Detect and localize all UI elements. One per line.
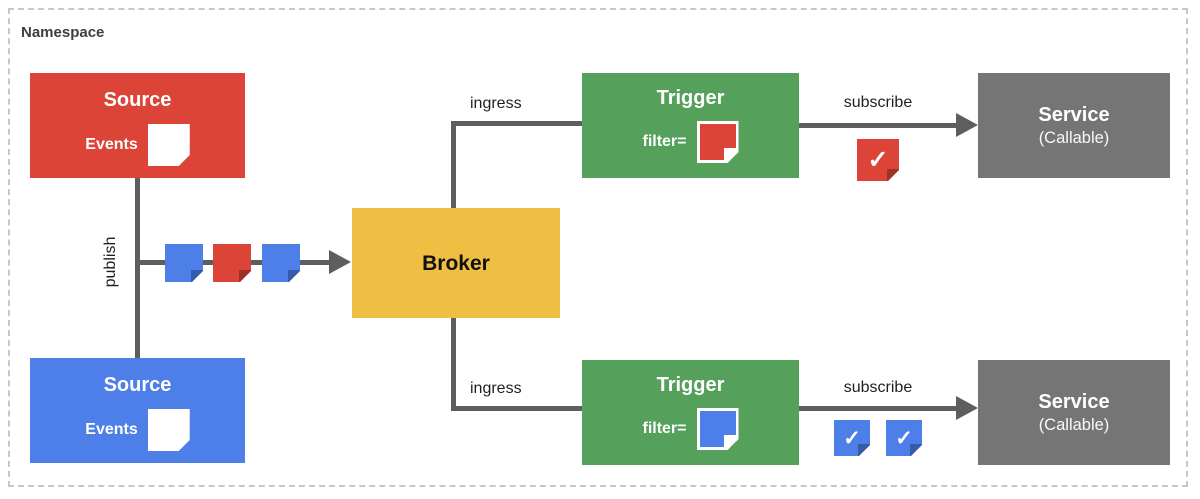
- ingress-top-line-horizontal: [451, 121, 582, 126]
- source-node-red: Source Events: [30, 73, 245, 178]
- subscribe-top-label: subscribe: [843, 94, 913, 111]
- namespace-label: Namespace: [21, 24, 105, 41]
- event-square-red-icon: [213, 244, 251, 282]
- event-note-icon: [148, 409, 190, 451]
- trigger-node-bottom: Trigger filter=: [582, 360, 799, 465]
- events-label: Events: [85, 421, 138, 438]
- ingress-bottom-label: ingress: [470, 380, 522, 397]
- source-node-blue: Source Events: [30, 358, 245, 463]
- broker-title: Broker: [422, 251, 490, 275]
- service-title: Service: [1038, 103, 1110, 126]
- event-square-blue-icon: [262, 244, 300, 282]
- service-node-top: Service (Callable): [978, 73, 1170, 178]
- events-row: Events: [85, 124, 189, 166]
- trigger-node-top: Trigger filter=: [582, 73, 799, 178]
- event-square-blue-icon: [165, 244, 203, 282]
- delivered-event-check-red-icon: ✓: [857, 139, 899, 181]
- service-node-bottom: Service (Callable): [978, 360, 1170, 465]
- subscribe-bottom-label: subscribe: [843, 379, 913, 396]
- publish-label: publish: [102, 236, 119, 288]
- events-row: Events: [85, 409, 189, 451]
- arrowhead-to-service-bottom-icon: [956, 396, 978, 420]
- service-subtitle: (Callable): [1038, 415, 1110, 434]
- filter-label: filter=: [642, 133, 687, 150]
- trigger-title: Trigger: [656, 374, 725, 396]
- ingress-bottom-line-vertical: [451, 318, 456, 408]
- broker-node: Broker: [352, 208, 560, 318]
- ingress-top-line-vertical: [451, 121, 456, 208]
- source-title: Source: [103, 89, 172, 111]
- subscribe-top-line: [799, 123, 957, 128]
- subscribe-bottom-line: [799, 406, 957, 411]
- namespace-dashed-border: [8, 8, 1188, 487]
- arrowhead-to-broker-icon: [329, 250, 351, 274]
- ingress-bottom-line-horizontal: [451, 406, 582, 411]
- trigger-title: Trigger: [656, 87, 725, 109]
- publish-line: [135, 178, 140, 358]
- event-note-icon: [148, 124, 190, 166]
- service-title: Service: [1038, 390, 1110, 413]
- filter-event-red-icon: [697, 121, 739, 163]
- delivered-event-check-blue-icon: ✓: [834, 420, 870, 456]
- events-label: Events: [85, 136, 138, 153]
- filter-row: filter=: [642, 121, 738, 163]
- source-title: Source: [103, 374, 172, 396]
- service-subtitle: (Callable): [1038, 128, 1110, 147]
- filter-event-blue-icon: [697, 408, 739, 450]
- arrowhead-to-service-top-icon: [956, 113, 978, 137]
- filter-row: filter=: [642, 408, 738, 450]
- ingress-top-label: ingress: [470, 95, 522, 112]
- filter-label: filter=: [642, 420, 687, 437]
